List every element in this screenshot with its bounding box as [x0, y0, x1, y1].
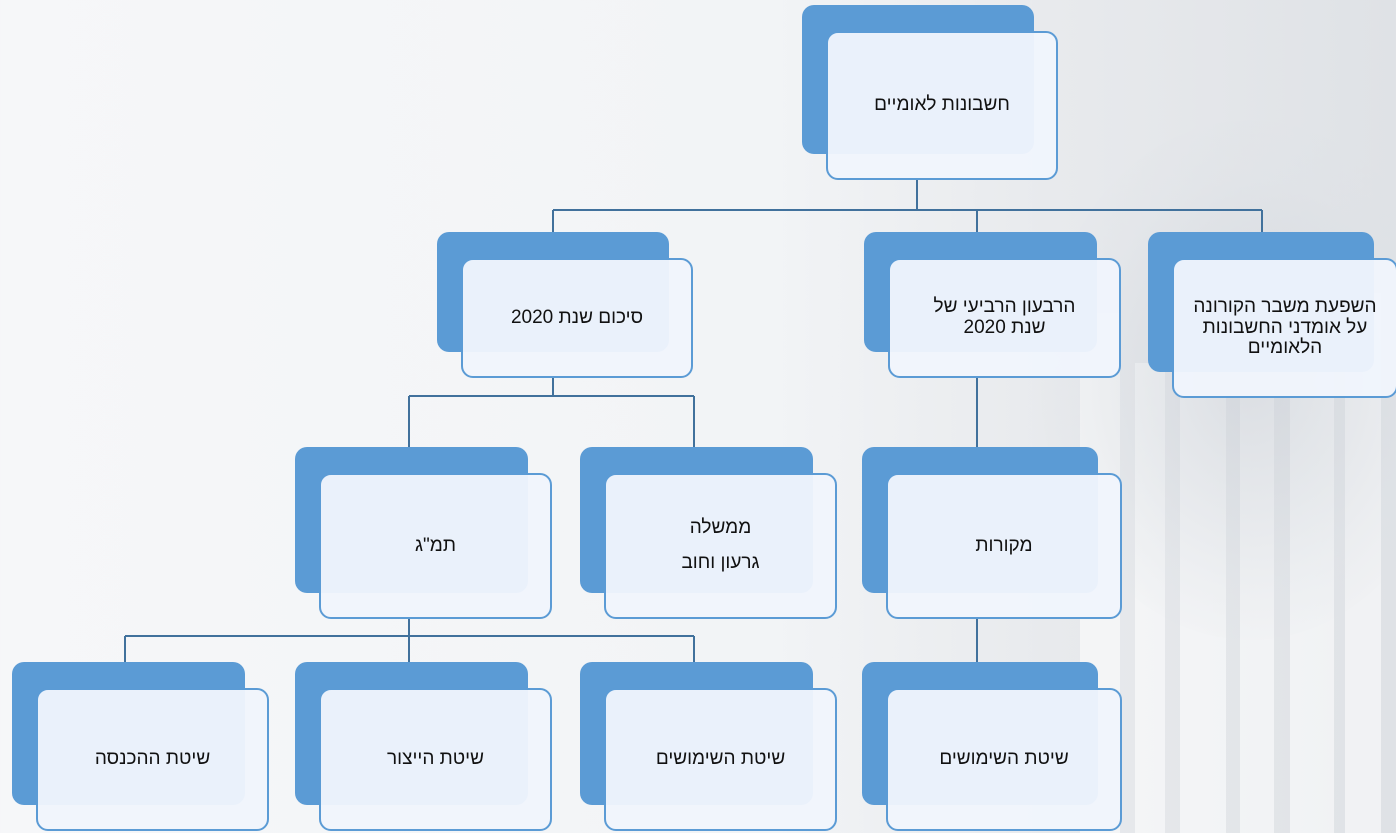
node-box: ממשלה גרעון וחוב	[604, 473, 837, 619]
node-gdp: תמ"ג	[295, 447, 552, 619]
node-government: ממשלה גרעון וחוב	[580, 447, 837, 619]
node-label: שיטת השימושים	[655, 748, 786, 770]
node-label: תמ"ג	[415, 534, 456, 556]
node-box: מקורות	[886, 473, 1122, 619]
node-expenditure-method-q4: שיטת השימושים	[862, 662, 1122, 831]
node-box: שיטת הייצור	[319, 688, 552, 831]
node-label: השפעת משבר הקורונה על אומדני החשבונות הל…	[1193, 295, 1377, 359]
node-label: מקורות	[975, 534, 1033, 556]
node-box: שיטת השימושים	[886, 688, 1122, 831]
node-label: ממשלה	[689, 517, 752, 539]
node-sublabel: גרעון וחוב	[681, 552, 760, 573]
node-label: הרבעון הרביעי של שנת 2020	[933, 296, 1076, 338]
node-box: חשבונות לאומיים	[826, 31, 1058, 180]
node-box: תמ"ג	[319, 473, 552, 619]
node-label: שיטת הייצור	[387, 748, 484, 770]
node-box: הרבעון הרביעי של שנת 2020	[888, 258, 1121, 378]
node-income-method: שיטת ההכנסה	[12, 662, 269, 831]
node-label: שיטת ההכנסה	[94, 748, 211, 770]
node-box: סיכום שנת 2020	[461, 258, 693, 378]
node-box: שיטת ההכנסה	[36, 688, 269, 831]
node-label: חשבונות לאומיים	[874, 94, 1010, 116]
node-covid-impact: השפעת משבר הקורונה על אומדני החשבונות הל…	[1148, 232, 1396, 398]
node-production-method: שיטת הייצור	[295, 662, 552, 831]
node-label: שיטת השימושים	[939, 748, 1069, 770]
node-sources: מקורות	[862, 447, 1122, 619]
node-box: שיטת השימושים	[604, 688, 837, 831]
node-summary-2020: סיכום שנת 2020	[437, 232, 693, 378]
node-label: סיכום שנת 2020	[510, 306, 644, 328]
node-q4-2020: הרבעון הרביעי של שנת 2020	[864, 232, 1121, 378]
node-national-accounts: חשבונות לאומיים	[802, 5, 1058, 180]
node-expenditure-method: שיטת השימושים	[580, 662, 837, 831]
node-box: השפעת משבר הקורונה על אומדני החשבונות הל…	[1172, 258, 1396, 398]
